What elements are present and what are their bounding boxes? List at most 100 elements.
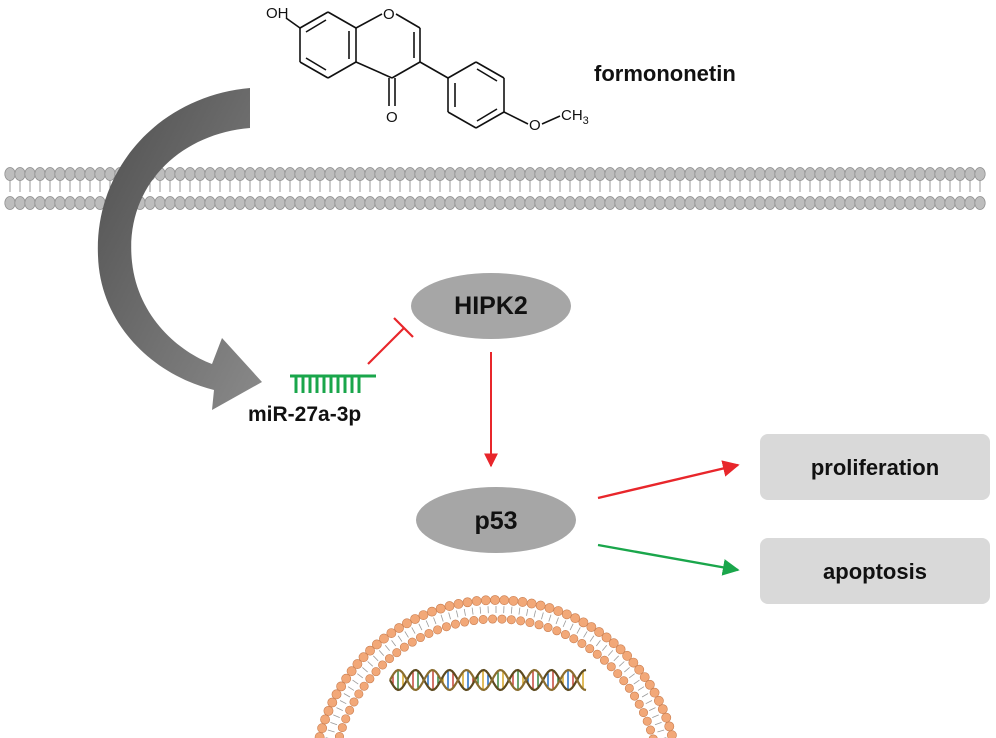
lipid-head [534, 196, 546, 210]
lipid-head [644, 679, 655, 690]
lipid-head [574, 196, 586, 210]
lipid-head [634, 664, 645, 675]
lipid-head [504, 196, 516, 210]
lipid-head [444, 167, 456, 181]
lipid-head [344, 196, 356, 210]
lipid-head [484, 167, 496, 181]
dna-helix-icon [389, 668, 587, 692]
lipid-head [314, 732, 325, 738]
lipid-head [34, 196, 46, 210]
lipid-head [24, 196, 36, 210]
lipid-head [4, 196, 16, 210]
lipid-head [294, 196, 306, 210]
lipid-head [480, 595, 491, 606]
lipid-head [418, 610, 429, 620]
lipid-tail [518, 607, 521, 615]
lipid-tail [652, 714, 659, 718]
lipid-head [944, 196, 956, 210]
lipid-tail [613, 655, 619, 662]
lipid-head [354, 689, 364, 699]
lipid-head [415, 633, 425, 643]
lipid-head [224, 196, 236, 210]
lipid-head [14, 167, 26, 181]
lipid-head [642, 716, 652, 726]
lipid-tail [533, 610, 536, 618]
lipid-head [474, 196, 486, 210]
proliferation-box [760, 434, 990, 500]
lipid-tail [645, 700, 653, 705]
lipid-head [534, 620, 544, 630]
lipid-head [578, 617, 589, 628]
lipid-tail [336, 707, 344, 711]
lipid-head [354, 167, 366, 181]
hipk2-label: HIPK2 [454, 292, 528, 320]
lipid-head [914, 167, 926, 181]
lipid-head [464, 167, 476, 181]
lipid-head [577, 638, 587, 648]
lipid-head [359, 681, 369, 691]
lipid-head [594, 627, 604, 637]
lipid-head [104, 167, 116, 181]
lipid-tail [391, 640, 397, 647]
lipid-head [694, 196, 706, 210]
lipid-head [535, 600, 546, 611]
lipid-head [371, 667, 381, 677]
lipid-tail [367, 661, 374, 667]
lipid-head [608, 638, 619, 649]
lipid-head [674, 196, 686, 210]
lipid-head [364, 167, 376, 181]
lipid-head [506, 615, 516, 625]
lipid-head [884, 196, 896, 210]
lipid-tail [641, 693, 649, 698]
lipid-head [864, 196, 876, 210]
lipid-head [844, 196, 856, 210]
formononetin-atom-labels: OH O O O CH3 [266, 5, 589, 134]
lipid-head [74, 167, 86, 181]
lipid-head [586, 622, 597, 632]
lipid-head [84, 167, 96, 181]
lipid-head [754, 196, 766, 210]
lipid-head [944, 167, 956, 181]
lipid-head [464, 196, 476, 210]
p53-label: p53 [474, 507, 517, 535]
lipid-head [634, 167, 646, 181]
lipid-head [144, 196, 156, 210]
lipid-head [644, 167, 656, 181]
lipid-head [754, 167, 766, 181]
lipid-head [474, 167, 486, 181]
dna-strand [389, 668, 587, 692]
lipid-head [204, 167, 216, 181]
lipid-head [364, 196, 376, 210]
lipid-head [504, 167, 516, 181]
lipid-head [462, 597, 473, 608]
lipid-head [284, 196, 296, 210]
lipid-head [324, 167, 336, 181]
lipid-head [453, 599, 464, 609]
dna-strand [389, 668, 587, 692]
lipid-tail [397, 635, 403, 642]
lipid-head [404, 167, 416, 181]
lipid-head [564, 196, 576, 210]
lipid-tail [637, 686, 645, 691]
lipid-head [592, 649, 602, 659]
lipid-tail [607, 650, 614, 656]
p53-node [416, 487, 576, 553]
lipid-head [628, 657, 639, 668]
lipid-head [804, 167, 816, 181]
lipid-tail [628, 673, 635, 679]
ring-oxygen-label: O [383, 6, 395, 23]
lipid-head [604, 196, 616, 210]
lipid-head [834, 196, 846, 210]
lipid-head [224, 167, 236, 181]
lipid-tail [624, 667, 630, 673]
lipid-head [814, 196, 826, 210]
lipid-head [424, 628, 434, 638]
lipid-tail [327, 729, 335, 733]
lipid-head [274, 167, 286, 181]
lipid-head [664, 167, 676, 181]
lipid-head [954, 167, 966, 181]
lipid-head [824, 167, 836, 181]
lipid-head [639, 672, 650, 682]
lipid-head [664, 721, 675, 732]
lipid-head [174, 167, 186, 181]
